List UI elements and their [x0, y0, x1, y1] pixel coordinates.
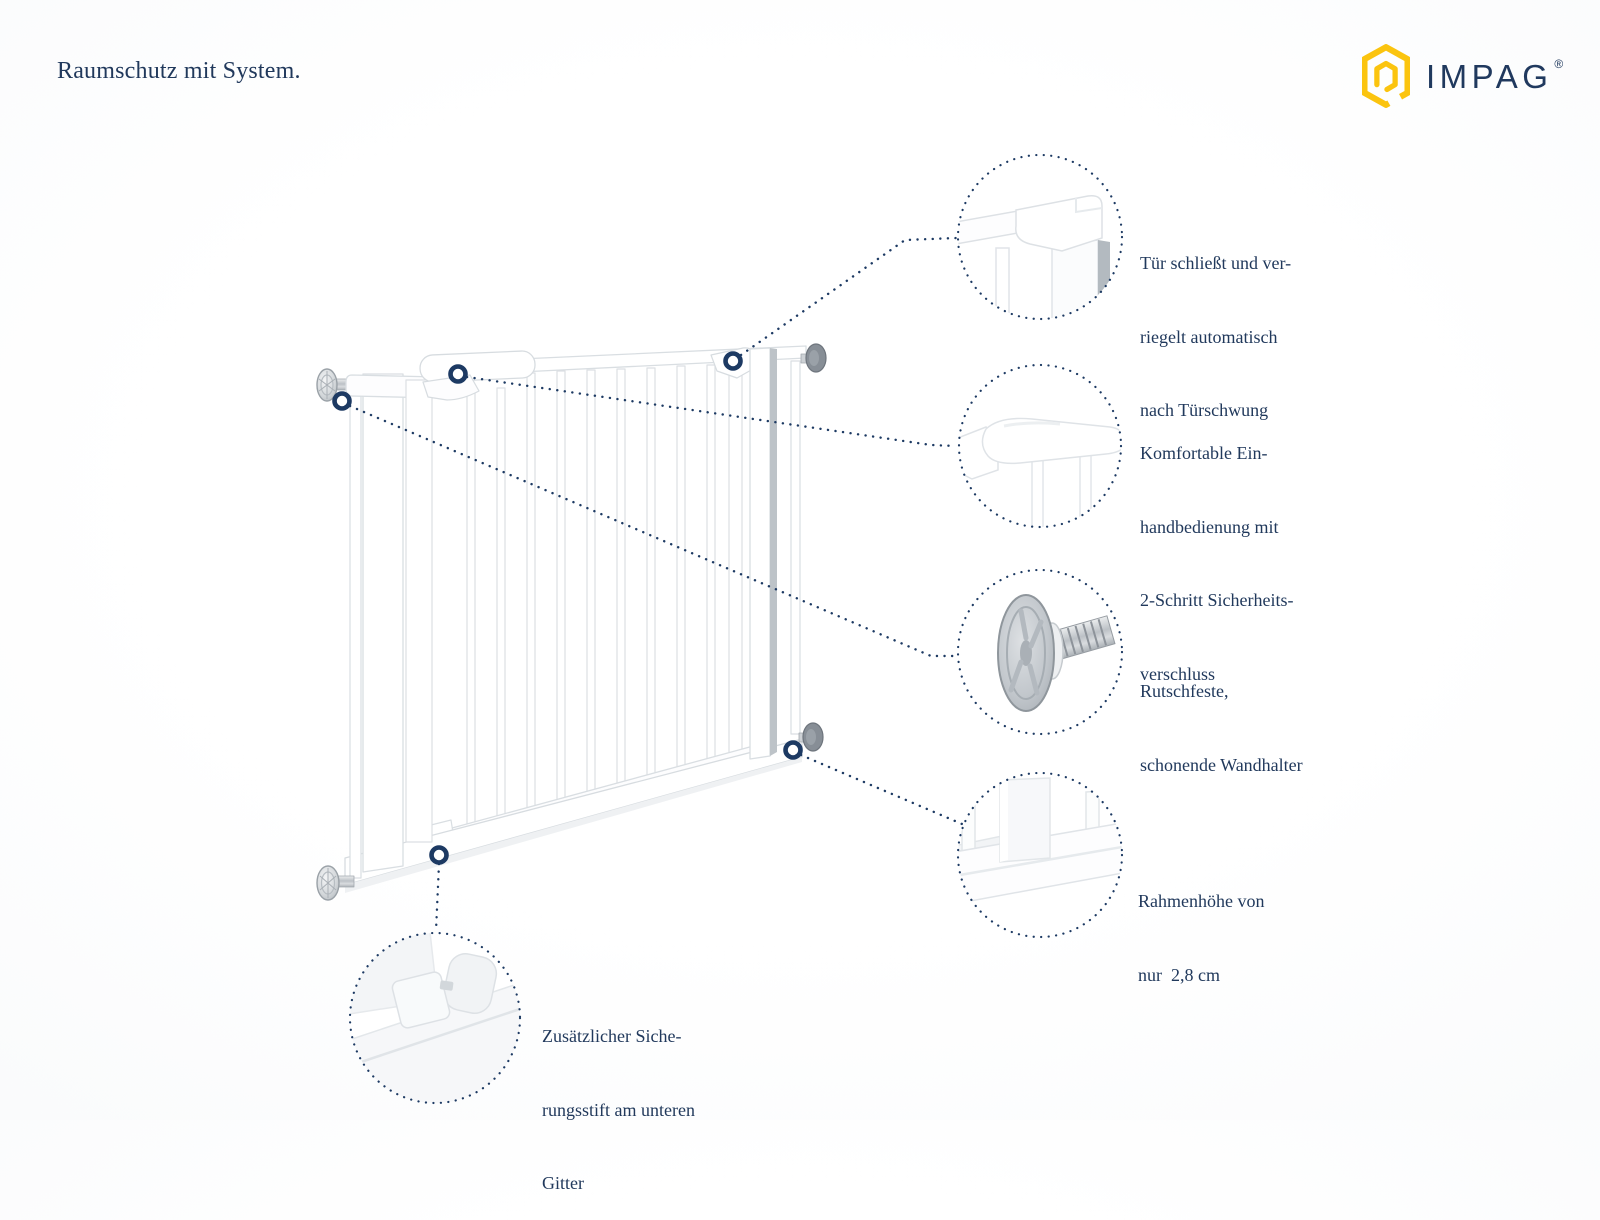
brand-wordmark: IMPAG ®	[1426, 56, 1568, 95]
callout-circle-latch	[956, 153, 1124, 321]
right-pressure-post	[790, 360, 801, 735]
connector-frame-height	[799, 753, 964, 826]
callout-line: Zusätzlicher Siche-	[542, 1026, 682, 1046]
left-pressure-post	[349, 395, 362, 879]
wall-knob-top-right	[800, 343, 827, 373]
gate-bars	[466, 364, 743, 827]
callout-line: riegelt automatisch	[1140, 326, 1278, 347]
callout-text-one-hand-handle: Komfortable Ein- handbedienung mit 2-Sch…	[1140, 392, 1293, 711]
hexagon-spiral-icon	[1362, 44, 1410, 108]
right-frame-post	[749, 347, 771, 760]
marker-handle	[448, 364, 468, 384]
callout-circle-wall-holder	[956, 568, 1124, 736]
gate-handle	[419, 350, 536, 401]
safety-gate-image	[316, 343, 827, 901]
callout-markers	[332, 351, 803, 865]
callout-line: Komfortable Ein-	[1140, 443, 1268, 463]
page-title: Raumschutz mit System.	[57, 58, 301, 84]
marker-safety-pin	[429, 845, 449, 865]
safety-pin-closeup-image	[350, 933, 520, 1103]
brand-name: IMPAG	[1426, 57, 1553, 95]
callout-circle-safety-pin	[348, 931, 522, 1105]
connector-safety-pin	[434, 862, 441, 933]
wall-knob-bottom-left	[316, 865, 355, 901]
callout-text-wall-holder: Rutschfeste, schonende Wandhalter	[1140, 630, 1303, 802]
registered-mark: ®	[1554, 56, 1568, 71]
gate-latch-closeup-image	[958, 194, 1110, 319]
brand-logo: IMPAG ®	[1362, 44, 1568, 108]
callout-text-safety-pin: Zusätzlicher Siche- rungsstift am untere…	[542, 975, 695, 1220]
callout-line: 2-Schritt Sicherheits-	[1140, 590, 1294, 610]
callout-line: Gitter	[542, 1173, 584, 1193]
marker-wall-holder	[332, 391, 352, 411]
connector-handle	[465, 375, 958, 448]
callout-line: schonende Wandhalter	[1140, 754, 1303, 775]
callout-circle-frame-height	[956, 771, 1124, 939]
connector-latch	[739, 236, 958, 357]
callout-connectors	[348, 236, 964, 933]
callout-line: handbedienung mit	[1140, 516, 1279, 537]
marker-frame-height	[783, 740, 803, 760]
wall-knob-top-left	[316, 368, 352, 402]
gate-handle-closeup-image	[959, 417, 1121, 527]
safety-gate-diagram	[316, 153, 1124, 1105]
left-frame-post	[362, 373, 404, 873]
door-left-stile	[405, 379, 433, 843]
wall-knob-bottom-right	[798, 722, 824, 752]
callout-text-frame-height: Rahmenhöhe von nur 2,8 cm	[1138, 840, 1264, 1012]
callout-text-door-latch: Tür schließt und ver- riegelt automatisc…	[1140, 202, 1291, 447]
wall-holder-screw-closeup-image	[997, 594, 1116, 712]
callout-circle-handle	[957, 363, 1123, 529]
callout-line: Tür schließt und ver-	[1140, 253, 1292, 273]
callout-line: nur 2,8 cm	[1138, 964, 1220, 985]
callout-line: verschluss	[1140, 663, 1215, 684]
callout-line: nach Türschwung	[1140, 400, 1269, 420]
bottom-frame-closeup-image	[958, 777, 1122, 905]
callout-line: Rahmenhöhe von	[1138, 891, 1265, 911]
callout-line: rungsstift am unteren	[542, 1099, 695, 1120]
callout-line: Rutschfeste,	[1140, 681, 1229, 701]
marker-latch	[723, 351, 743, 371]
